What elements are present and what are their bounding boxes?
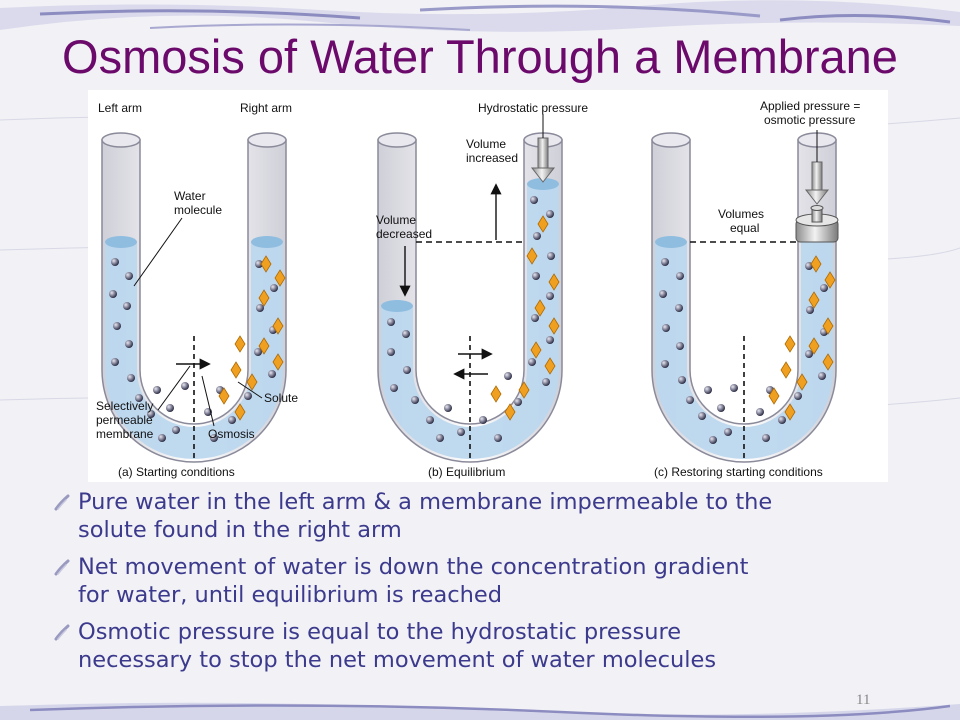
water-molecules-c xyxy=(659,258,828,444)
caption-b: (b) Equilibrium xyxy=(428,465,505,479)
volume-decreased-line1: Volume xyxy=(376,213,416,227)
applied-pressure-line1: Applied pressure = xyxy=(760,99,860,113)
volumes-equal-line1: Volumes xyxy=(718,207,764,221)
panel-c: Applied pressure = osmotic pressure Volu… xyxy=(651,99,860,479)
piston-weight-icon xyxy=(795,205,839,243)
u-tube-a xyxy=(101,139,287,463)
bullet-line: for water, until equilibrium is reached xyxy=(78,582,503,608)
water-molecules-b xyxy=(387,196,555,442)
osmosis-figure: Left arm Right arm Water molecule Solute… xyxy=(88,90,888,482)
bullet-line: solute found in the right arm xyxy=(78,517,402,543)
volumes-equal-line2: equal xyxy=(730,221,759,235)
solute-particles-c xyxy=(768,255,836,421)
solute-label: Solute xyxy=(264,391,298,405)
bullet-mark-icon xyxy=(54,494,70,511)
bullet-line: Net movement of water is down the concen… xyxy=(78,554,749,580)
solute-particles-b xyxy=(490,215,560,421)
top-brush-border xyxy=(0,0,960,32)
hydrostatic-pressure-label: Hydrostatic pressure xyxy=(478,101,588,115)
volume-increased-line2: increased xyxy=(466,151,518,165)
caption-c: (c) Restoring starting conditions xyxy=(654,465,823,479)
bullet-mark-icon xyxy=(54,559,70,576)
panel-b: Hydrostatic pressure Volume increased Vo… xyxy=(376,101,588,479)
membrane-label-line3: membrane xyxy=(96,427,154,441)
volume-decreased-line2: decreased xyxy=(376,227,432,241)
membrane-label-line2: permeable xyxy=(96,413,153,427)
bullet-item: Net movement of water is down the concen… xyxy=(50,553,955,609)
left-arm-label: Left arm xyxy=(98,101,142,115)
water-molecules-a xyxy=(109,258,278,442)
bullet-item: Osmotic pressure is equal to the hydrost… xyxy=(50,618,955,674)
bullet-line: Pure water in the left arm & a membrane … xyxy=(78,489,773,515)
caption-a: (a) Starting conditions xyxy=(118,465,235,479)
membrane-label-line1: Selectively xyxy=(96,399,153,413)
bullet-mark-icon xyxy=(54,624,70,641)
bullet-item: Pure water in the left arm & a membrane … xyxy=(50,488,955,544)
osmosis-label: Osmosis xyxy=(208,427,255,441)
bottom-brush-border xyxy=(0,702,960,720)
water-b xyxy=(381,184,559,459)
page-number: 11 xyxy=(856,692,871,708)
volume-increased-line1: Volume xyxy=(466,137,506,151)
water-molecule-label-line1: Water xyxy=(174,189,206,203)
panel-a: Left arm Right arm Water molecule Solute… xyxy=(96,101,298,479)
water-molecule-label-line2: molecule xyxy=(174,203,222,217)
right-arm-label: Right arm xyxy=(240,101,292,115)
solute-particles-a xyxy=(218,255,286,421)
bullet-list: Pure water in the left arm & a membrane … xyxy=(50,488,955,683)
slide-title: Osmosis of Water Through a Membrane xyxy=(62,30,898,83)
applied-pressure-line2: osmotic pressure xyxy=(764,113,856,127)
bullet-line: necessary to stop the net movement of wa… xyxy=(78,647,717,673)
bullet-line: Osmotic pressure is equal to the hydrost… xyxy=(78,619,682,645)
